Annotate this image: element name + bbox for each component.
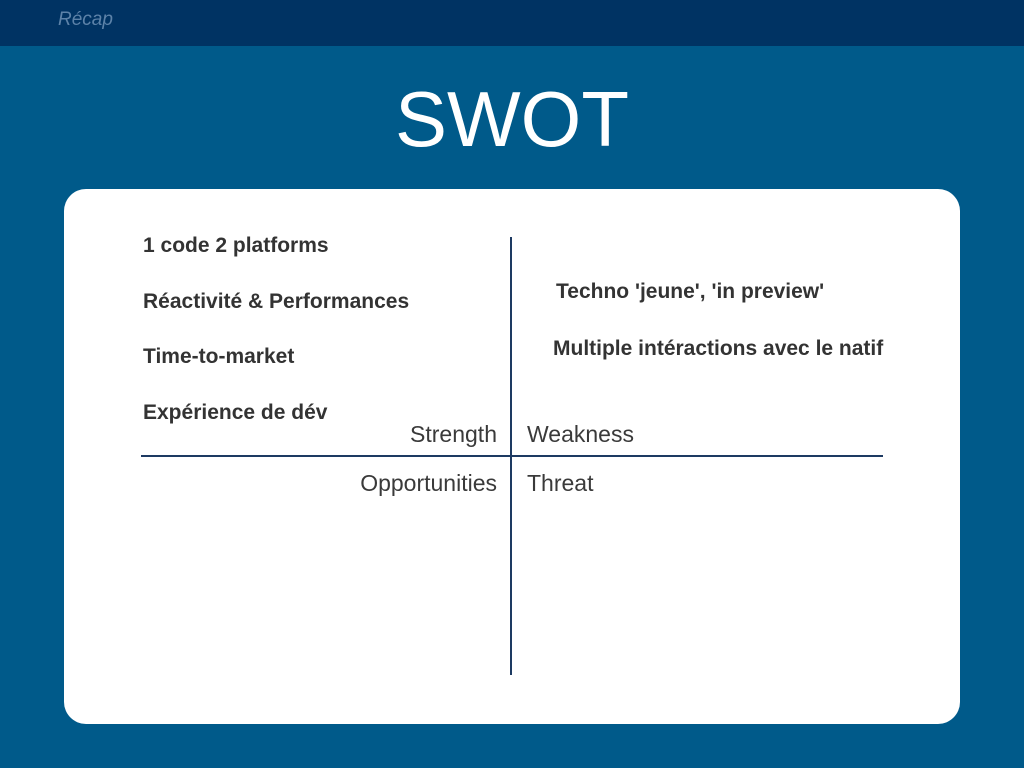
weakness-item: Techno 'jeune', 'in preview' — [556, 280, 825, 303]
strength-label: Strength — [410, 421, 497, 447]
threat-label: Threat — [527, 470, 594, 496]
horizontal-axis — [141, 455, 883, 457]
strength-item: Réactivité & Performances — [143, 290, 410, 313]
strength-item: 1 code 2 platforms — [143, 234, 329, 257]
weakness-item: Multiple intéractions avec le natif — [553, 337, 884, 360]
weakness-label: Weakness — [527, 421, 634, 447]
header-bar: Récap — [0, 0, 1024, 46]
swot-card: 1 code 2 platforms Réactivité & Performa… — [64, 189, 960, 724]
section-label: Récap — [58, 9, 113, 30]
strength-item: Time-to-market — [143, 345, 295, 368]
opportunities-label: Opportunities — [360, 470, 497, 496]
slide-title: SWOT — [395, 75, 629, 163]
strength-item: Expérience de dév — [143, 401, 328, 424]
